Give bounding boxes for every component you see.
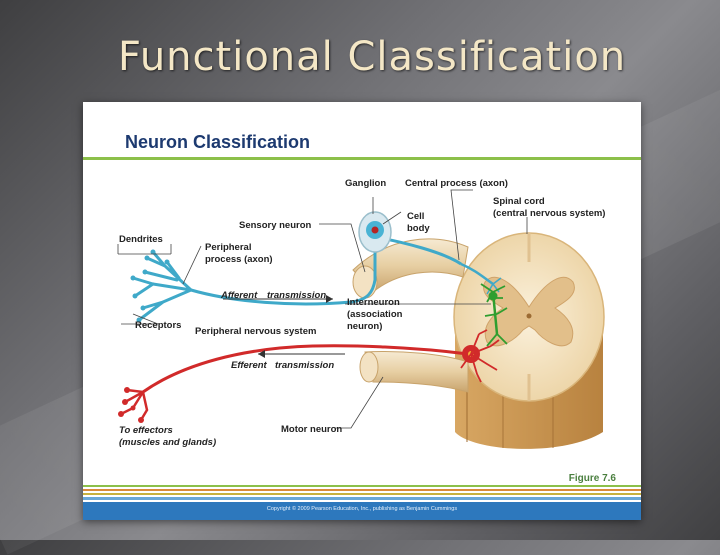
- label-afferent-transmission: transmission: [267, 290, 326, 301]
- label-effectors-muscles: (muscles and glands): [119, 437, 216, 448]
- label-receptors: Receptors: [135, 320, 181, 331]
- label-ganglion: Ganglion: [345, 178, 386, 189]
- label-efferent: Efferent: [231, 360, 268, 371]
- interneuron: [480, 283, 508, 347]
- label-cell: Cell: [407, 211, 424, 222]
- motor-axon: [142, 344, 469, 394]
- figure-number: Figure 7.6: [568, 473, 616, 484]
- label-association: (association: [347, 309, 403, 320]
- label-peripheral-process: process (axon): [205, 254, 273, 265]
- slide-title: Functional Classification: [118, 34, 627, 80]
- label-motor-neuron: Motor neuron: [281, 424, 342, 435]
- footer-stripe-orange: [83, 489, 641, 491]
- motor-neuron: [118, 329, 500, 423]
- footer-stripe-green: [83, 485, 641, 487]
- grey-matter: [483, 276, 575, 347]
- heading-rule: [83, 157, 641, 160]
- label-central-process: Central process (axon): [405, 178, 508, 189]
- label-spinal-cord-cns: (central nervous system): [493, 208, 605, 219]
- label-cell-body: body: [407, 223, 430, 234]
- figure-panel: Neuron Classification: [83, 102, 641, 520]
- peripheral-process-axon: [190, 237, 377, 306]
- label-interneuron: Interneuron: [347, 297, 400, 308]
- leader-lines: [117, 189, 528, 429]
- footer-stripe-blue: [83, 497, 641, 500]
- neuron-diagram: Ganglion Central process (axon) Spinal c…: [117, 178, 605, 449]
- label-peripheral: Peripheral: [205, 242, 251, 253]
- figure-heading: Neuron Classification: [125, 132, 311, 152]
- spinal-cord: [453, 232, 605, 449]
- footer-bar: Copyright © 2009 Pearson Education, Inc.…: [83, 502, 641, 520]
- label-effectors: To effectors: [119, 425, 173, 436]
- label-dendrites: Dendrites: [119, 234, 163, 245]
- label-afferent: Afferent: [220, 290, 258, 301]
- copyright-text: Copyright © 2009 Pearson Education, Inc.…: [266, 506, 458, 512]
- footer-stripe-yellow: [83, 493, 641, 495]
- label-pns: Peripheral nervous system: [195, 326, 316, 337]
- sensory-dendrites: [131, 250, 193, 322]
- label-interneuron-neuron: neuron): [347, 321, 382, 332]
- effector-endings: [119, 388, 149, 422]
- label-spinal-cord: Spinal cord: [493, 196, 545, 207]
- label-sensory-neuron: Sensory neuron: [239, 220, 312, 231]
- sensory-neuron: [130, 211, 502, 323]
- label-efferent-transmission: transmission: [275, 360, 334, 371]
